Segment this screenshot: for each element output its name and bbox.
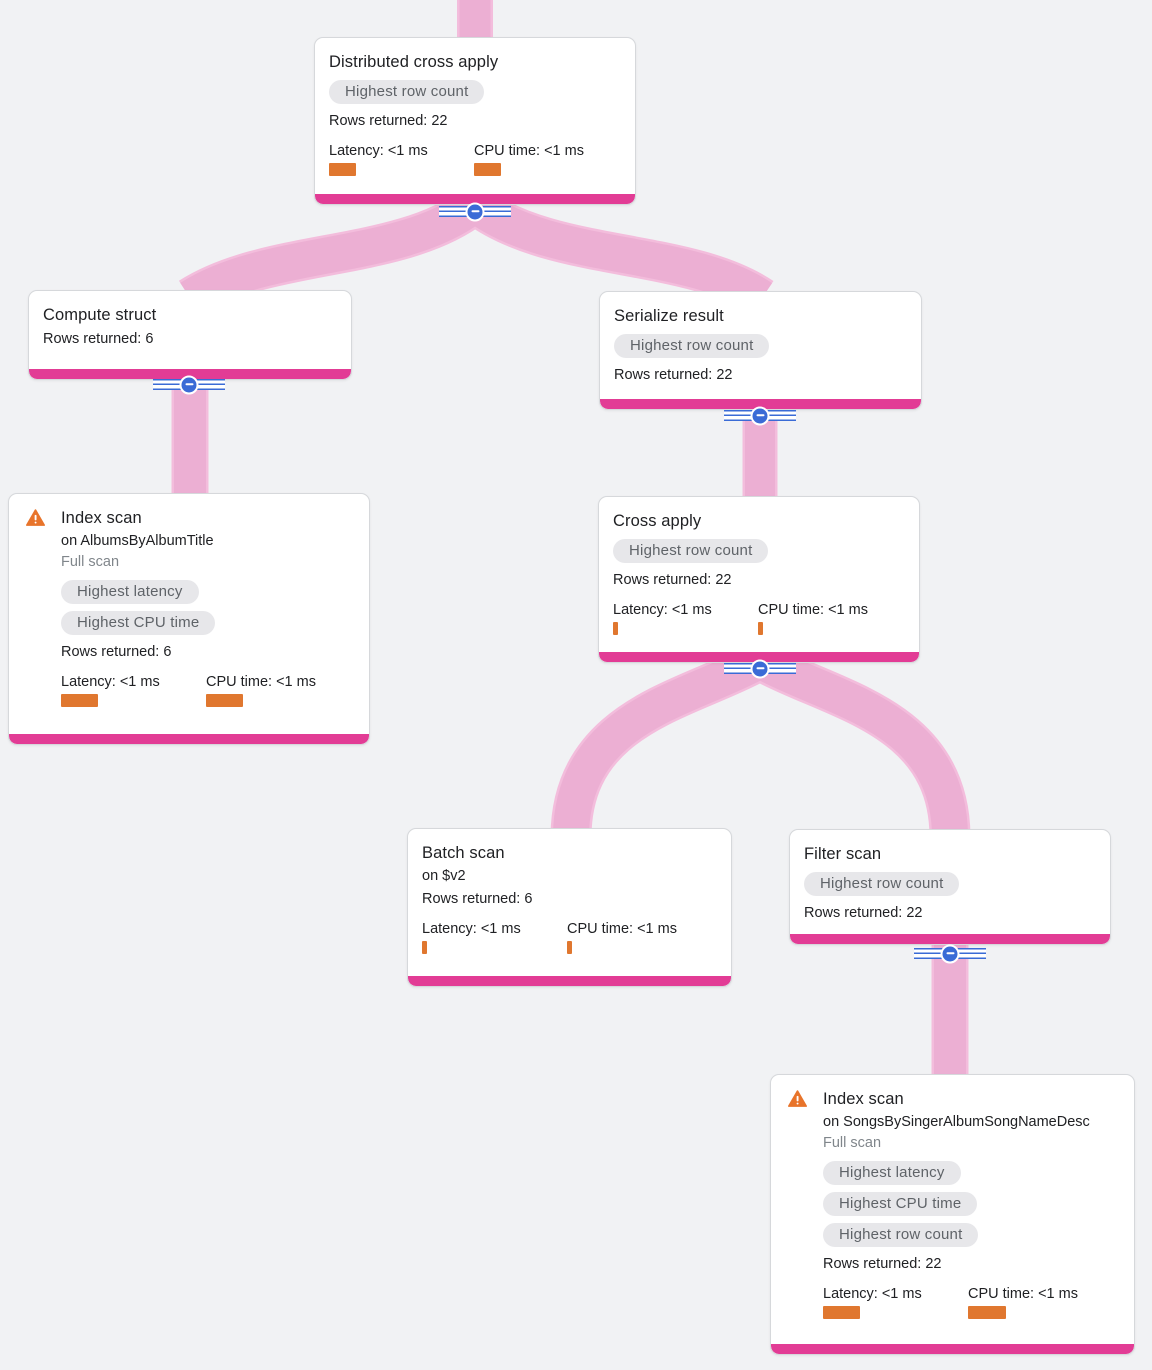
badge-highest-row-count: Highest row count xyxy=(823,1223,979,1247)
cpu-time-label: CPU time: <1 ms xyxy=(206,674,316,690)
badge-highest-latency: Highest latency xyxy=(61,580,199,604)
rows-returned: Rows returned: 22 xyxy=(614,367,733,383)
badge-highest-row-count: Highest row count xyxy=(329,80,485,104)
flow-link-root-to-serialize xyxy=(466,191,773,314)
cpu-time-bar xyxy=(474,163,501,176)
node-accent-bar xyxy=(29,369,351,379)
plan-node-index-scan-albums[interactable]: Index scan on AlbumsByAlbumTitle Full sc… xyxy=(8,493,370,745)
plan-node-batch-scan[interactable]: Batch scan on $v2 Rows returned: 6 Laten… xyxy=(407,828,732,987)
plan-node-distributed-cross-apply[interactable]: Distributed cross apply Highest row coun… xyxy=(314,37,636,205)
cpu-time-label: CPU time: <1 ms xyxy=(758,602,868,618)
warning-icon xyxy=(788,1090,807,1108)
minus-icon xyxy=(940,944,960,963)
rows-returned: Rows returned: 22 xyxy=(613,572,732,588)
latency-label: Latency: <1 ms xyxy=(823,1286,922,1302)
node-target: on $v2 xyxy=(422,868,466,884)
node-title: Filter scan xyxy=(804,845,882,863)
node-title: Distributed cross apply xyxy=(329,53,499,71)
rows-returned: Rows returned: 22 xyxy=(329,113,448,129)
cpu-time-bar xyxy=(206,694,243,707)
flow-link-crossapply-to-batchscan xyxy=(553,646,766,837)
rows-returned: Rows returned: 22 xyxy=(823,1256,942,1272)
badge-highest-latency: Highest latency xyxy=(823,1161,961,1185)
node-title: Compute struct xyxy=(43,306,157,324)
plan-node-serialize-result[interactable]: Serialize result Highest row count Rows … xyxy=(599,291,922,410)
latency-bar xyxy=(613,622,618,635)
cpu-time-label: CPU time: <1 ms xyxy=(968,1286,1078,1302)
node-accent-bar xyxy=(315,194,635,204)
cpu-time-bar xyxy=(567,941,572,954)
rows-returned: Rows returned: 6 xyxy=(43,331,154,347)
node-title: Serialize result xyxy=(614,307,724,325)
plan-node-cross-apply[interactable]: Cross apply Highest row count Rows retur… xyxy=(598,496,920,663)
latency-label: Latency: <1 ms xyxy=(613,602,712,618)
flow-link-crossapply-to-filterscan xyxy=(754,646,968,837)
collapse-button-serialize-result[interactable] xyxy=(724,405,796,426)
latency-bar xyxy=(823,1306,860,1319)
node-title: Batch scan xyxy=(422,844,505,862)
node-accent-bar xyxy=(771,1344,1134,1354)
badge-highest-row-count: Highest row count xyxy=(614,334,770,358)
latency-label: Latency: <1 ms xyxy=(422,921,521,937)
latency-bar xyxy=(329,163,356,176)
collapse-button-compute-struct[interactable] xyxy=(153,374,225,395)
node-target: on AlbumsByAlbumTitle xyxy=(61,533,214,549)
collapse-button-cross-apply[interactable] xyxy=(724,658,796,679)
minus-icon xyxy=(179,375,199,394)
cpu-time-bar xyxy=(968,1306,1006,1319)
latency-bar xyxy=(61,694,98,707)
badge-highest-row-count: Highest row count xyxy=(804,872,960,896)
node-scan-type: Full scan xyxy=(823,1135,882,1151)
node-scan-type: Full scan xyxy=(61,554,120,570)
badge-highest-row-count: Highest row count xyxy=(613,539,769,563)
node-title: Index scan xyxy=(61,509,142,527)
latency-label: Latency: <1 ms xyxy=(61,674,160,690)
badge-highest-cpu-time: Highest CPU time xyxy=(61,611,216,635)
minus-icon xyxy=(750,406,770,425)
node-title: Cross apply xyxy=(613,512,702,530)
node-accent-bar xyxy=(790,934,1110,944)
node-accent-bar xyxy=(599,652,919,662)
minus-icon xyxy=(465,202,485,221)
cpu-time-label: CPU time: <1 ms xyxy=(474,143,584,159)
flow-link-root-to-compute xyxy=(180,191,484,314)
node-title: Index scan xyxy=(823,1090,904,1108)
minus-icon xyxy=(750,659,770,678)
cpu-time-bar xyxy=(758,622,763,635)
plan-node-filter-scan[interactable]: Filter scan Highest row count Rows retur… xyxy=(789,829,1111,945)
warning-icon xyxy=(26,509,45,527)
plan-node-compute-struct[interactable]: Compute struct Rows returned: 6 xyxy=(28,290,352,380)
collapse-button-distributed-cross-apply[interactable] xyxy=(439,201,511,222)
cpu-time-label: CPU time: <1 ms xyxy=(567,921,677,937)
node-accent-bar xyxy=(600,399,921,409)
rows-returned: Rows returned: 22 xyxy=(804,905,923,921)
badge-highest-cpu-time: Highest CPU time xyxy=(823,1192,978,1216)
node-accent-bar xyxy=(9,734,369,744)
rows-returned: Rows returned: 6 xyxy=(61,644,172,660)
node-target: on SongsBySingerAlbumSongNameDesc xyxy=(823,1114,1090,1130)
collapse-button-filter-scan[interactable] xyxy=(914,943,986,964)
node-accent-bar xyxy=(408,976,731,986)
latency-bar xyxy=(422,941,427,954)
latency-label: Latency: <1 ms xyxy=(329,143,428,159)
rows-returned: Rows returned: 6 xyxy=(422,891,533,907)
plan-node-index-scan-songs[interactable]: Index scan on SongsBySingerAlbumSongName… xyxy=(770,1074,1135,1355)
